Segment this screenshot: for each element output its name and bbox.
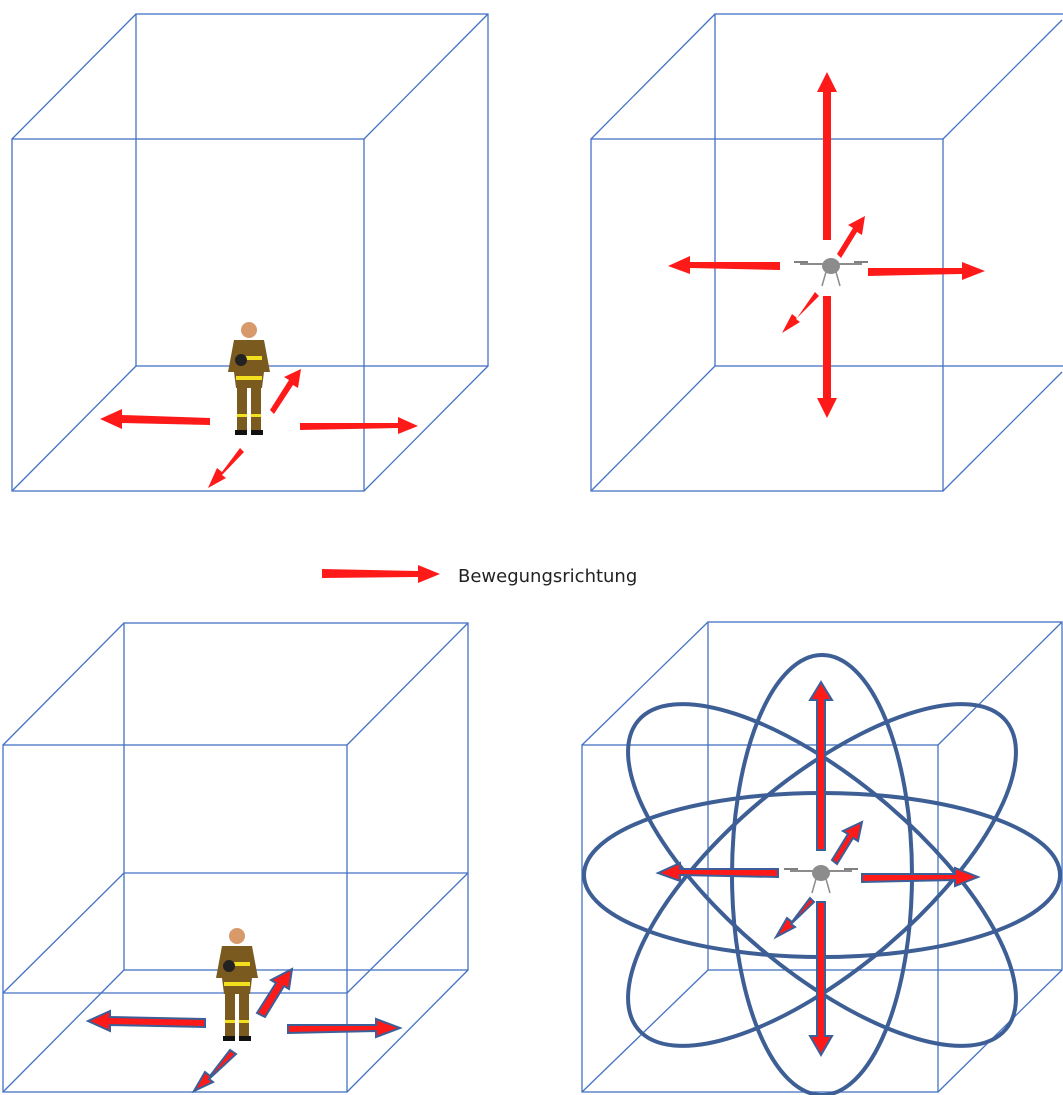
firefighter-icon: [216, 928, 258, 1041]
arrow-icon: [773, 896, 816, 940]
movement-arrows: [100, 369, 418, 488]
panel-drone-orbits: [581, 621, 1063, 1095]
arrow-icon: [668, 256, 780, 274]
arrow-icon: [270, 369, 301, 414]
arrow-icon: [208, 448, 244, 488]
arrow-icon: [322, 565, 440, 583]
arrow-icon: [287, 1017, 403, 1039]
panel-drone-3d: [590, 13, 1063, 492]
orbit-ellipse: [626, 702, 1018, 1048]
movement-arrows: [85, 967, 403, 1094]
arrow-icon: [817, 72, 837, 240]
legend-label: Bewegungsrichtung: [458, 566, 637, 587]
arrow-icon: [782, 292, 819, 333]
arrow-icon: [830, 820, 864, 866]
cube-wireframe: [2, 622, 469, 1093]
movement-arrows: [655, 680, 981, 1057]
arrow-icon: [861, 866, 981, 888]
arrow-icon: [85, 1009, 206, 1033]
drone-icon: [794, 258, 868, 287]
arrow-icon: [808, 680, 834, 851]
legend: Bewegungsrichtung: [322, 565, 637, 587]
arrow-icon: [100, 409, 210, 429]
movement-arrows: [668, 72, 985, 418]
cube-wireframe: [581, 621, 1063, 1093]
firefighter-icon: [228, 322, 270, 435]
panel-firefighter-plane: [11, 13, 489, 492]
arrow-icon: [868, 262, 985, 280]
arrow-icon: [817, 296, 837, 418]
arrow-icon: [300, 417, 418, 434]
panel-firefighter-layer: [2, 622, 469, 1094]
arrow-icon: [655, 861, 779, 883]
arrow-icon: [808, 901, 834, 1057]
orbit-ellipse: [626, 702, 1018, 1048]
arrow-icon: [191, 1048, 238, 1094]
cube-wireframe: [11, 13, 489, 492]
cube-wireframe: [590, 13, 1063, 492]
arrow-icon: [255, 967, 294, 1019]
drone-icon: [784, 865, 858, 894]
arrow-icon: [837, 216, 865, 258]
